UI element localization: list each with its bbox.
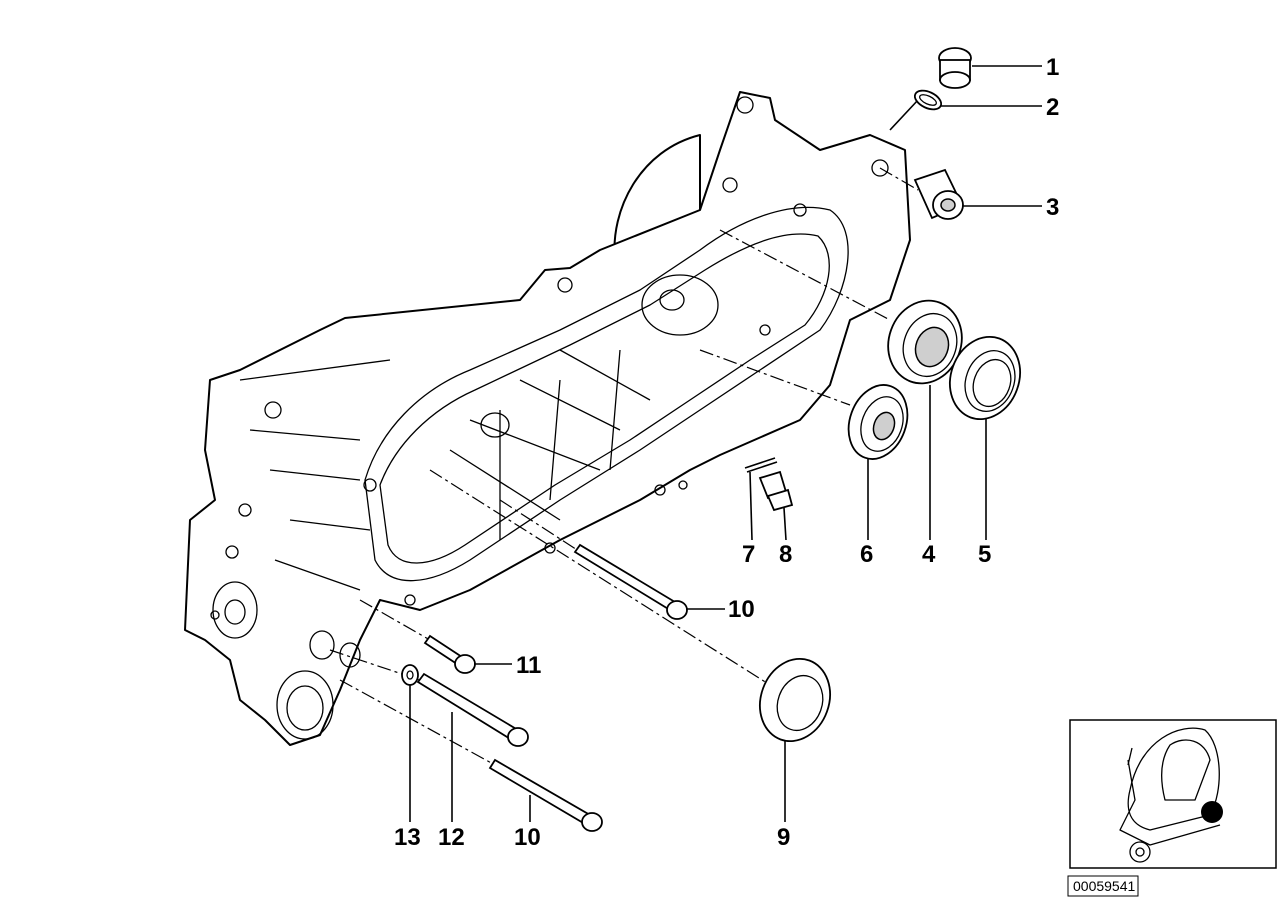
locator-thumbnail: 00059541 (1067, 719, 1277, 897)
part-bolt-short (423, 634, 476, 674)
callout-label: 10 (514, 824, 541, 851)
scooter-icon (1119, 727, 1223, 863)
part-bolt-long (416, 672, 529, 747)
callout-leaders (409, 65, 1042, 822)
callout-label: 7 (742, 541, 755, 568)
part-seal-ring (759, 657, 831, 743)
callout-label: 4 (922, 541, 936, 568)
callout-label: 8 (779, 541, 792, 568)
callout-label: 5 (978, 541, 991, 568)
part-bolt-upper (573, 543, 688, 620)
callout-label: 12 (438, 824, 465, 851)
callout-label: 11 (516, 652, 541, 679)
callout-label: 1 (1046, 54, 1059, 81)
callout-label: 13 (394, 824, 421, 851)
callout-label: 6 (860, 541, 873, 568)
callout-label: 10 (728, 596, 755, 623)
part-pin (744, 457, 778, 473)
part-o-ring (913, 89, 943, 111)
callout-labels: 1 2 3 4 5 6 7 8 9 10 10 11 12 13 (394, 54, 1059, 851)
part-screw-plug (758, 470, 794, 512)
part-bushing (913, 168, 964, 220)
part-bolt-lower (488, 758, 603, 832)
part-plug (938, 47, 972, 89)
callout-label: 3 (1046, 194, 1059, 221)
part-bearing-large (887, 299, 963, 385)
crankcase-housing (184, 91, 911, 746)
callout-label: 9 (777, 824, 790, 851)
reference-number: 00059541 (1073, 878, 1136, 894)
part-washer (401, 664, 419, 686)
part-shaft-seal (949, 335, 1021, 421)
part-bearing-small (847, 384, 909, 460)
callout-label: 2 (1046, 94, 1059, 121)
